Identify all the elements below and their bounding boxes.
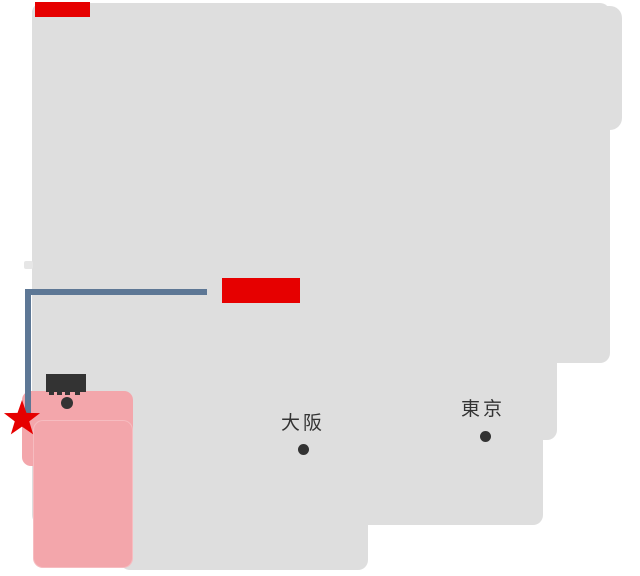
city-label-tokyo: 東京 xyxy=(461,399,506,420)
dark-area-marker[interactable] xyxy=(46,374,86,392)
pink-highlight-region-lower[interactable] xyxy=(33,420,133,568)
dark-area-stub xyxy=(49,392,54,395)
landmass-northeast-lobe xyxy=(560,6,622,130)
city-label-osaka: 大阪 xyxy=(281,413,326,434)
city-dot-tokyo xyxy=(480,431,491,442)
callout-line-vertical xyxy=(25,289,31,414)
landmass-south-lobe xyxy=(120,420,368,570)
dark-area-stub xyxy=(65,392,70,395)
city-dot-osaka xyxy=(298,444,309,455)
star-marker-icon[interactable] xyxy=(3,400,41,438)
callout-line-horizontal xyxy=(25,289,207,295)
red-area-marker[interactable] xyxy=(222,278,300,303)
landmass-west-notch xyxy=(24,261,33,269)
dark-area-point-dot xyxy=(61,397,73,409)
dark-area-stub xyxy=(57,392,62,395)
dark-area-stub xyxy=(75,392,80,395)
red-bar-marker[interactable] xyxy=(35,2,90,17)
